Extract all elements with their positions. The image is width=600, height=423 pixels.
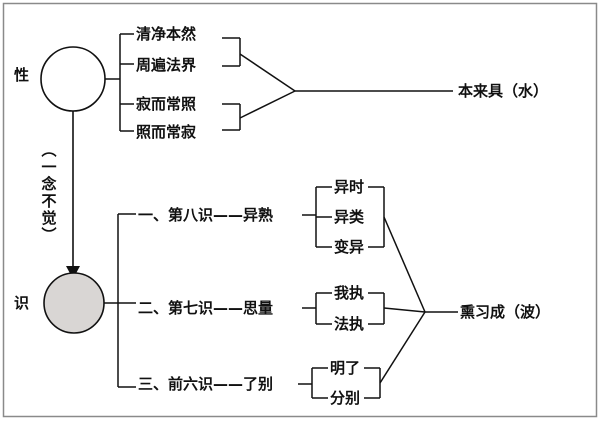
sixth-result-2: 分别 bbox=[330, 389, 360, 407]
transition-label-char: 念 bbox=[40, 175, 56, 193]
seventh-result-2: 法执 bbox=[334, 315, 364, 333]
consciousness-label: 识 bbox=[14, 294, 29, 312]
nature-bracket-lines bbox=[105, 33, 453, 132]
nature-label: 性 bbox=[14, 66, 29, 84]
consciousness-branch-2: 二、第七识——思量 bbox=[138, 299, 273, 317]
consciousness-bracket-lines bbox=[104, 186, 458, 399]
transition-label-char: ︶ bbox=[40, 226, 56, 244]
transition-label-char: 一 bbox=[41, 158, 56, 176]
nature-attribute-4: 照而常寂 bbox=[136, 123, 196, 141]
nature-attribute-2: 周遍法界 bbox=[136, 56, 196, 74]
consciousness-outcome: 熏习成（波） bbox=[460, 303, 550, 321]
consciousness-circle bbox=[43, 272, 105, 334]
transition-label-char: ︵ bbox=[40, 141, 56, 159]
consciousness-branch-3: 三、前六识——了别 bbox=[138, 375, 273, 393]
consciousness-branch-1: 一、第八识——异熟 bbox=[138, 206, 273, 224]
transition-label-char: 觉 bbox=[41, 209, 56, 227]
sixth-result-1: 明了 bbox=[330, 359, 360, 377]
seventh-result-1: 我执 bbox=[334, 284, 364, 302]
nature-outcome: 本来具（水） bbox=[458, 82, 548, 100]
eighth-result-1: 异时 bbox=[334, 178, 364, 196]
transition-arrow bbox=[66, 111, 80, 279]
nature-circle bbox=[40, 46, 106, 112]
nature-attribute-3: 寂而常照 bbox=[136, 95, 196, 113]
transition-label-char: 不 bbox=[41, 192, 56, 210]
transition-label: ︵一念不觉︶ bbox=[40, 141, 56, 244]
eighth-result-3: 变异 bbox=[334, 238, 364, 256]
eighth-result-2: 异类 bbox=[334, 208, 365, 226]
diagram-frame bbox=[2, 2, 598, 418]
nature-attribute-1: 清净本然 bbox=[136, 25, 196, 43]
